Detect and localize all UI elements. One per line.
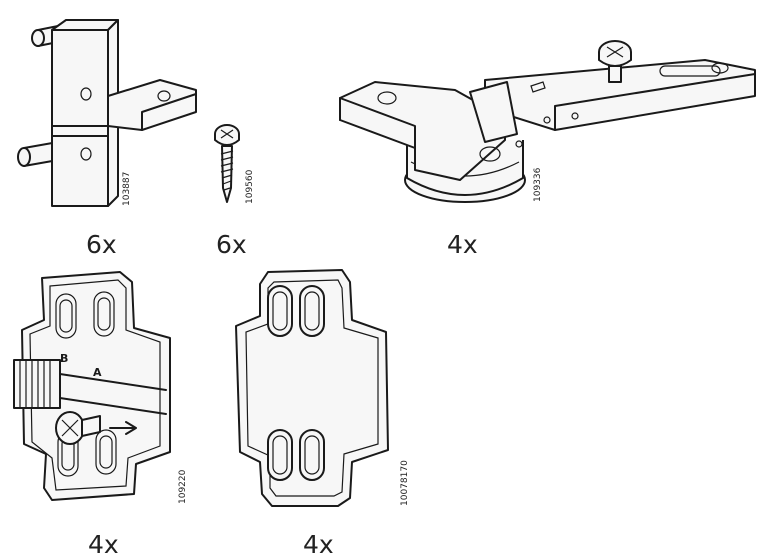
part-bracket: 103887 — [10, 8, 200, 218]
hinge-illustration — [339, 40, 756, 203]
hinge-quantity: 4x — [447, 230, 478, 259]
hinge-code: 109336 — [533, 167, 543, 202]
part-hinge: 109336 — [335, 30, 775, 220]
gasket-quantity: 4x — [303, 530, 334, 559]
gasket-code: 10078170 — [400, 460, 410, 506]
part-gasket: 10078170 — [228, 266, 428, 510]
mounting-plate-quantity: 4x — [88, 530, 119, 559]
bracket-quantity: 6x — [86, 230, 117, 259]
screw-quantity: 6x — [216, 230, 247, 259]
part-screw: 109560 — [205, 118, 265, 218]
screw-code: 109560 — [245, 169, 255, 204]
gasket-illustration — [235, 269, 389, 507]
mark-a: A — [93, 366, 102, 379]
bracket-illustration — [17, 19, 197, 207]
screw-illustration — [214, 124, 240, 203]
mounting-plate-illustration: B A — [13, 271, 171, 501]
bracket-code: 103887 — [122, 171, 132, 206]
mark-b: B — [60, 352, 68, 365]
part-mounting-plate: B A 109220 — [10, 268, 210, 508]
mounting-plate-code: 109220 — [178, 469, 188, 504]
